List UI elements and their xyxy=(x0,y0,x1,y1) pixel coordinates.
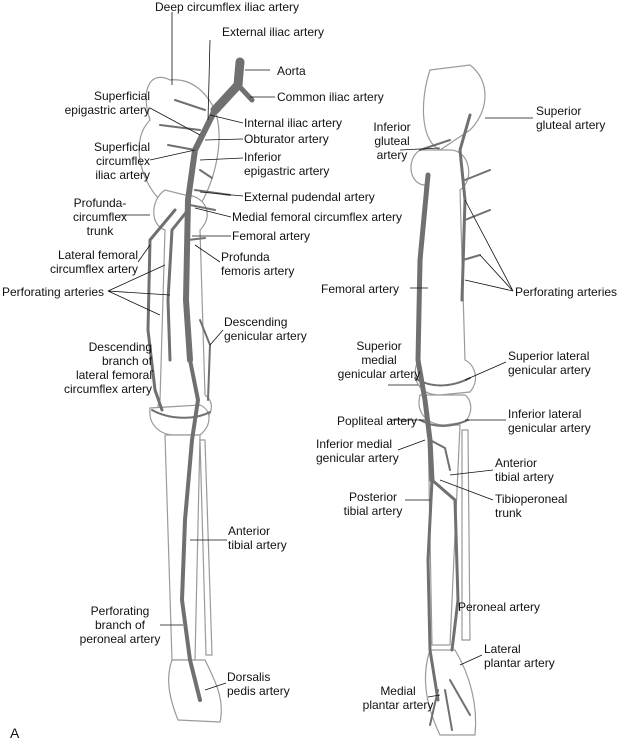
label-dorsalis-pedis-artery: Dorsalis pedis artery xyxy=(227,670,290,698)
label-femoral-artery-left: Femoral artery xyxy=(232,229,311,243)
label-internal-iliac-artery: Internal iliac artery xyxy=(244,116,343,130)
label-profunda-femoris-artery: Profunda femoris artery xyxy=(221,250,295,278)
label-superior-lateral-genicular-artery: Superior lateral genicular artery xyxy=(508,349,591,377)
right-leg-bones xyxy=(410,64,486,736)
label-inferior-epigastric-artery: Inferior epigastric artery xyxy=(244,150,330,178)
label-aorta: Aorta xyxy=(277,64,306,78)
label-lateral-plantar-artery: Lateral plantar artery xyxy=(484,642,555,670)
label-superficial-epigastric-artery: Superficial epigastric artery xyxy=(64,89,150,117)
label-deep-circumflex-iliac-artery: Deep circumflex iliac artery xyxy=(155,0,300,14)
label-external-iliac-artery: External iliac artery xyxy=(222,25,325,39)
label-femoral-artery-right: Femoral artery xyxy=(321,282,400,296)
label-medial-plantar-artery: Medial plantar artery xyxy=(362,684,434,712)
label-posterior-tibial-artery: Posterior tibial artery xyxy=(343,490,403,518)
label-anterior-tibial-artery-right: Anterior tibial artery xyxy=(495,456,554,484)
label-superficial-circumflex-iliac-artery: Superficial circumflex iliac artery xyxy=(93,140,150,182)
label-common-iliac-artery: Common iliac artery xyxy=(277,90,384,104)
label-lateral-femoral-circumflex-artery: Lateral femoral circumflex artery xyxy=(49,248,138,276)
label-perforating-arteries-right: Perforating arteries xyxy=(515,285,618,299)
label-anterior-tibial-artery-left: Anterior tibial artery xyxy=(228,524,287,552)
label-medial-femoral-circumflex-artery: Medial femoral circumflex artery xyxy=(232,210,403,224)
right-leg-arteries xyxy=(414,113,491,731)
label-tibioperoneal-trunk: Tibioperoneal trunk xyxy=(495,492,568,520)
label-profunda-circumflex-trunk: Profunda- circumflex trunk xyxy=(72,196,127,238)
label-descending-branch-lateral-femoral-circumflex: Descending branch of lateral femoral cir… xyxy=(63,340,152,396)
label-inferior-gluteal-artery: Inferior gluteal artery xyxy=(373,120,411,162)
label-popliteal-artery: Popliteal artery xyxy=(337,414,418,428)
label-obturator-artery: Obturator artery xyxy=(244,132,329,146)
label-inferior-medial-genicular-artery: Inferior medial genicular artery xyxy=(316,437,399,465)
label-superior-gluteal-artery: Superior gluteal artery xyxy=(536,104,606,132)
leader-lines xyxy=(107,12,533,698)
panel-letter: A xyxy=(10,725,20,741)
label-inferior-lateral-genicular-artery: Inferior lateral genicular artery xyxy=(508,407,591,435)
label-superior-medial-genicular-artery: Superior medial genicular artery xyxy=(337,339,421,381)
label-perforating-branch-peroneal-artery: Perforating branch of peroneal artery xyxy=(79,604,161,646)
label-external-pudendal-artery: External pudendal artery xyxy=(244,190,375,204)
left-leg-bones xyxy=(138,76,222,723)
label-peroneal-artery: Peroneal artery xyxy=(458,600,541,614)
label-perforating-arteries-left: Perforating arteries xyxy=(2,285,105,299)
label-descending-genicular-artery: Descending genicular artery xyxy=(224,315,307,343)
